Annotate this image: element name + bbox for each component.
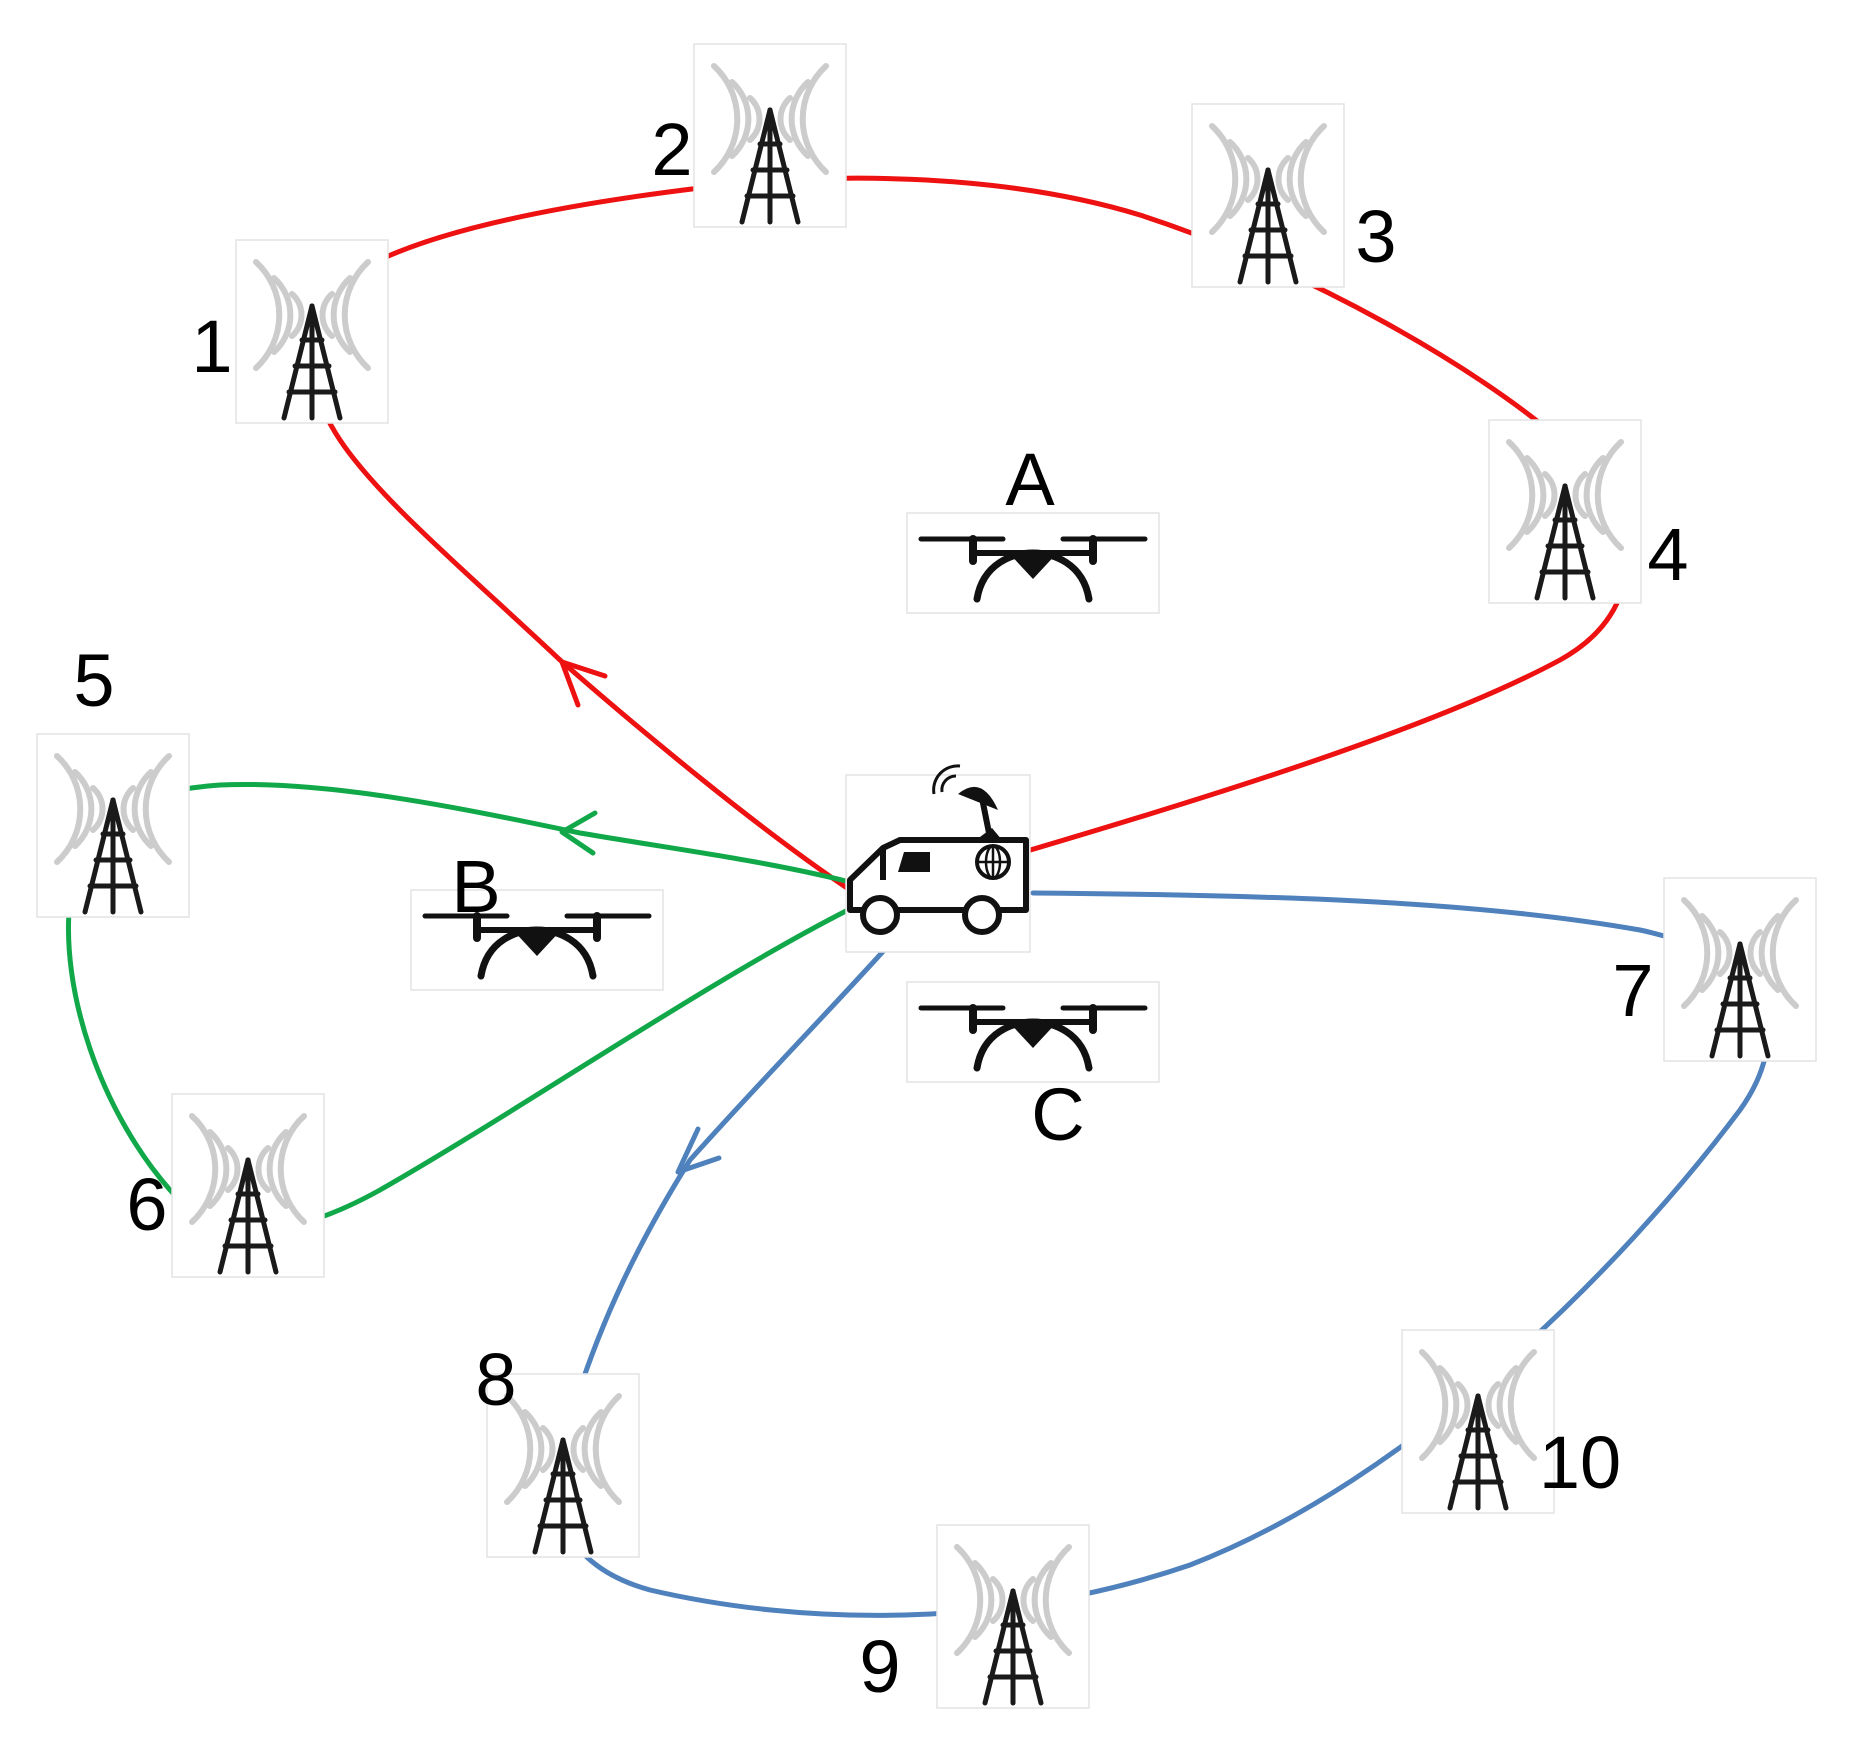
tower-label: 7 (1612, 949, 1653, 1032)
drone-label: B (451, 845, 500, 928)
drone-label: C (1031, 1073, 1084, 1156)
route-c (554, 890, 1770, 1618)
drone-label: A (1005, 438, 1055, 521)
radio-tower-icon (236, 240, 388, 423)
radio-tower-icon (937, 1525, 1089, 1708)
tower-label: 9 (859, 1625, 900, 1708)
tower-7: 7 (1612, 878, 1816, 1061)
tower-label: 6 (126, 1163, 167, 1246)
quadcopter-drone-icon (907, 982, 1159, 1082)
quadcopter-drone-icon (411, 890, 663, 990)
towers: 1 2 3 4 5 6 7 8 9 10 (37, 44, 1816, 1708)
tower-2: 2 (651, 44, 846, 227)
tower-label: 8 (475, 1338, 516, 1421)
radio-tower-icon (694, 44, 846, 227)
drone-c: C (907, 982, 1159, 1156)
radio-tower-icon (172, 1094, 324, 1277)
tower-3: 3 (1192, 104, 1397, 287)
radio-tower-icon (1664, 878, 1816, 1061)
radio-tower-icon (1489, 420, 1641, 603)
drones: A B C (411, 438, 1159, 1156)
drone-b: B (411, 845, 663, 990)
radio-tower-icon (37, 734, 189, 917)
tower-label: 10 (1539, 1421, 1621, 1504)
quadcopter-drone-icon (907, 513, 1159, 613)
tower-9: 9 (859, 1525, 1089, 1708)
radio-tower-icon (1402, 1330, 1554, 1513)
tower-4: 4 (1489, 420, 1689, 603)
tower-8: 8 (475, 1338, 639, 1557)
route-b (65, 782, 851, 1232)
tower-label: 3 (1355, 195, 1396, 278)
satellite-van-icon (845, 764, 1031, 953)
tower-10: 10 (1402, 1330, 1621, 1513)
tower-6: 6 (126, 1094, 324, 1277)
tower-label: 4 (1647, 513, 1688, 596)
tower-label: 2 (651, 108, 692, 191)
tower-1: 1 (191, 240, 388, 423)
tower-label: 5 (73, 639, 114, 722)
tower-label: 1 (191, 305, 232, 388)
radio-tower-icon (1192, 104, 1344, 287)
drone-a: A (907, 438, 1159, 613)
tower-5: 5 (37, 639, 189, 917)
